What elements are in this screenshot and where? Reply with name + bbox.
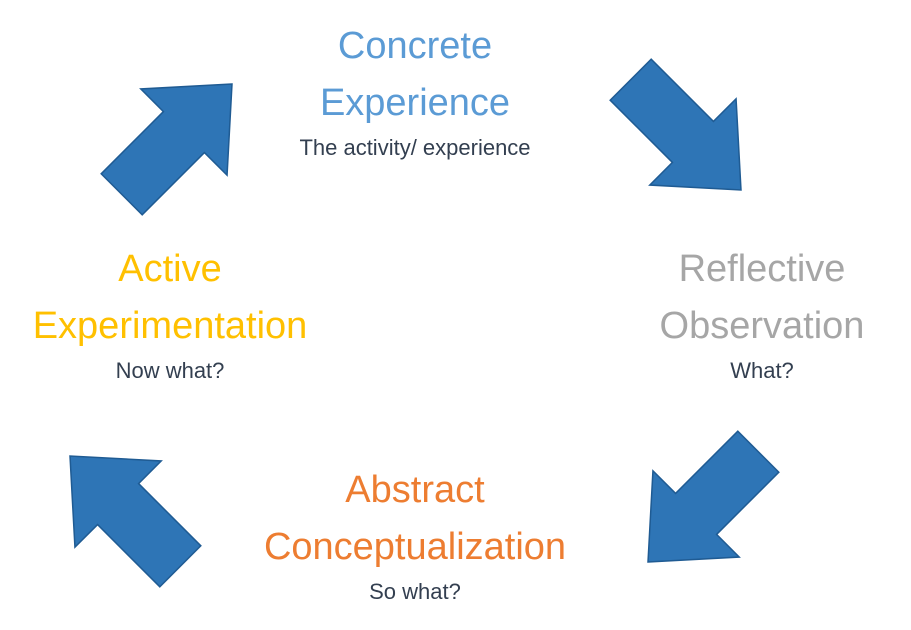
stage-subtitle: Now what? — [115, 358, 225, 383]
stage-title-line2: Experimentation — [32, 305, 308, 347]
stage-subtitle: What? — [730, 358, 794, 383]
arrow-top-right-icon — [586, 35, 785, 234]
stage-abstract-conceptualization: Abstract Conceptualization So what? — [210, 462, 620, 606]
stage-reflective-observation: Reflective Observation What? — [612, 241, 911, 385]
stage-title-line1: Active — [118, 248, 222, 290]
arrow-bottom-right-icon — [604, 407, 803, 606]
stage-subtitle: The activity/ experience — [299, 135, 531, 160]
stage-title-line1: Abstract — [345, 469, 485, 511]
stage-active-experimentation: Active Experimentation Now what? — [0, 241, 340, 385]
stage-subtitle: So what? — [369, 579, 461, 604]
arrow-bottom-left-icon — [26, 412, 225, 611]
stage-concrete-experience: Concrete Experience The activity/ experi… — [225, 18, 605, 162]
stage-title-line1: Concrete — [337, 25, 493, 67]
stage-title-line1: Reflective — [678, 248, 846, 290]
stage-title-line2: Conceptualization — [263, 526, 567, 568]
stage-title-line2: Observation — [659, 305, 865, 347]
stage-title-line2: Experience — [319, 82, 511, 124]
